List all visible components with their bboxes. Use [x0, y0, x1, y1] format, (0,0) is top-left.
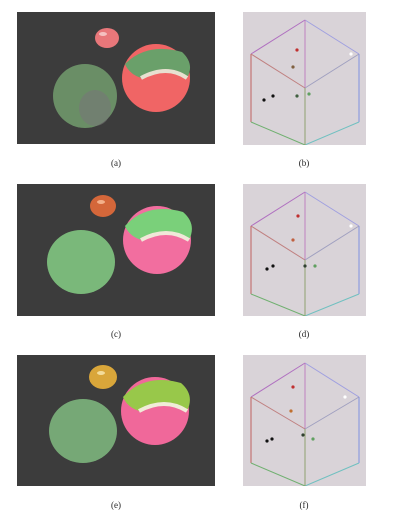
- small-ball-highlight: [97, 371, 105, 375]
- color-cube-panel-b: [243, 12, 366, 145]
- small-ball: [95, 28, 119, 48]
- tennis-ball-seam: [140, 69, 189, 80]
- disc: [47, 230, 115, 294]
- color-cube-panel-d: [243, 184, 366, 316]
- caption-c: (c): [111, 329, 121, 339]
- photo-panel-a: [17, 12, 215, 144]
- small-ball-highlight: [97, 200, 105, 204]
- caption-b: (b): [298, 158, 310, 168]
- small-ball: [90, 195, 116, 217]
- tennis-ball-seam: [140, 231, 191, 242]
- disc: [49, 399, 117, 463]
- caption-a: (a): [111, 158, 121, 168]
- small-ball: [89, 365, 117, 389]
- caption-d: (d): [298, 329, 310, 339]
- small-ball-highlight: [99, 32, 107, 36]
- photo-panel-e: [17, 355, 215, 486]
- tennis-ball-scene-c: [47, 195, 192, 294]
- caption-e: (e): [111, 500, 121, 510]
- disc-shadow: [79, 90, 111, 126]
- tennis-ball-scene-a: [53, 28, 191, 128]
- color-cube-f: [250, 362, 360, 486]
- tennis-ball-scene-e: [49, 365, 190, 463]
- color-cube-b: [250, 19, 360, 145]
- color-cube-panel-f: [243, 355, 366, 486]
- photo-panel-c: [17, 184, 215, 316]
- tennis-ball-seam: [138, 402, 189, 413]
- caption-f: (f): [299, 500, 309, 510]
- color-cube-d: [250, 191, 360, 316]
